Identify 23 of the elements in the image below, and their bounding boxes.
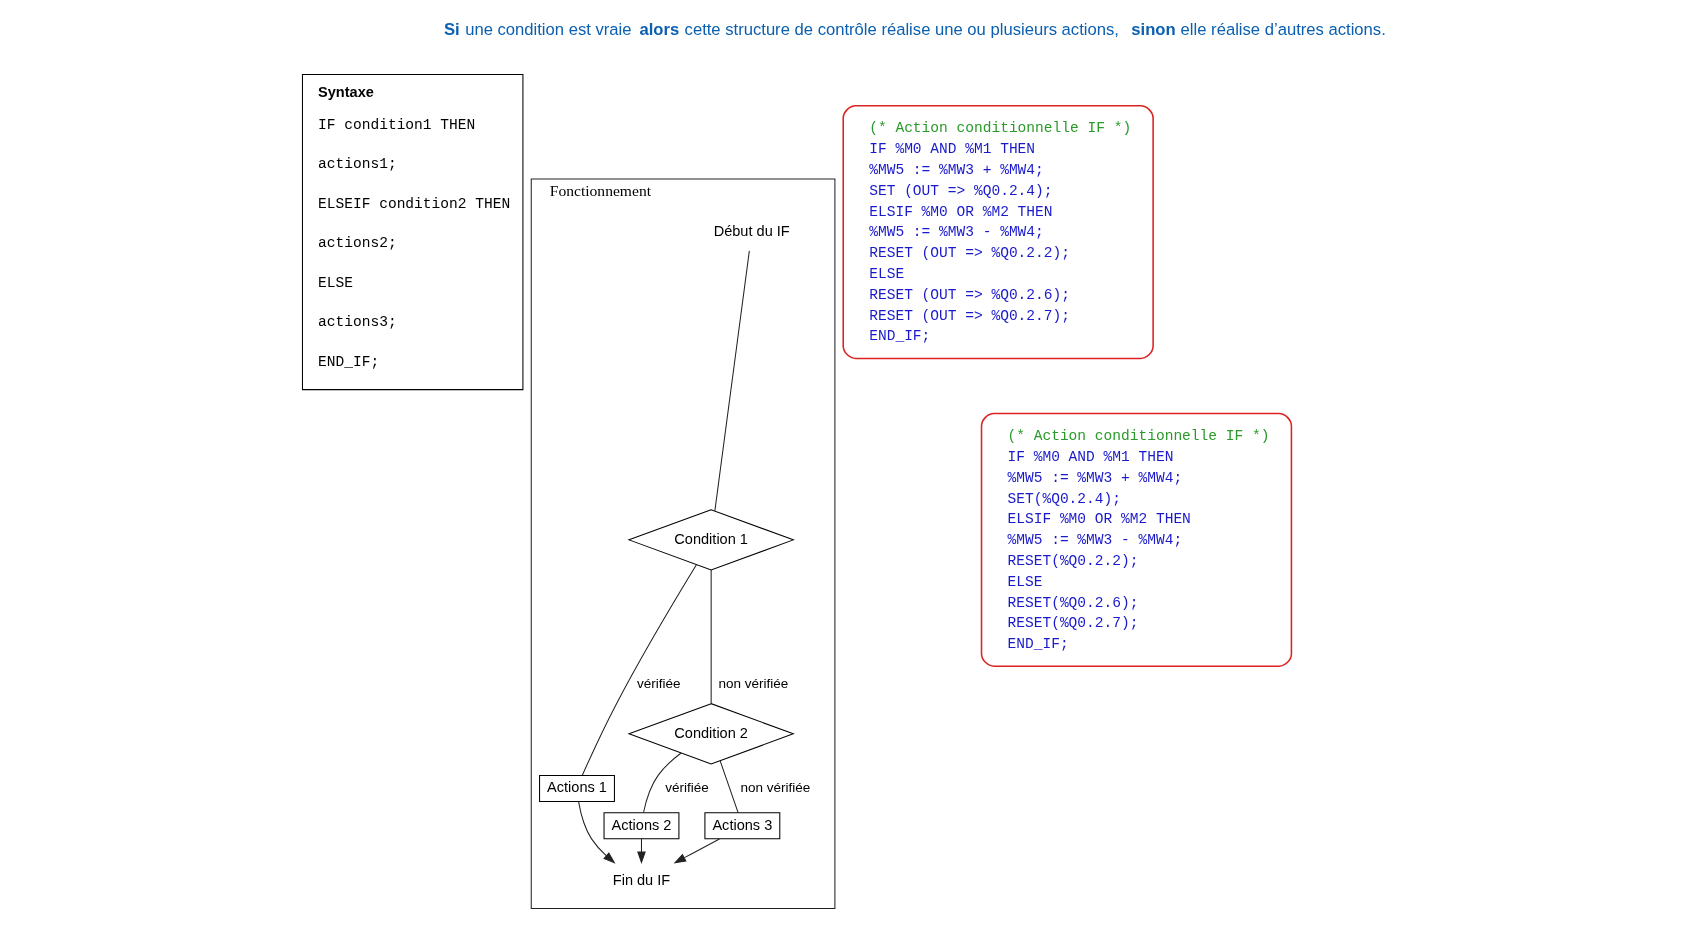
- arrow: [636, 838, 646, 864]
- edge-label: vérifiée: [636, 675, 681, 691]
- arrow: [577, 800, 616, 864]
- edge-label: vérifiée: [664, 779, 709, 795]
- node-box: (* Action conditionnelle IF *) IF %M0 AND %M1 THEN %MW5 := %MW3 + %MW4; SET (OUT => %Q0.2.4); ELSIF %M0 OR %M2 THEN %MW5 := %MW3 - %MW4; RESET (OUT => %Q0.2.2); ELSE RESET (OUT => %Q0.2.6); RESET (OUT => %Q0.2.7); END_IF;: [841, 104, 1154, 359]
- node-text: Fin du IF: [612, 871, 670, 888]
- node-box: Actions 1: [538, 774, 615, 802]
- connector: [710, 569, 712, 704]
- connector: [642, 751, 682, 813]
- node-box: Syntaxe IF condition1 THEN actions1; ELSEIF condition2 THEN actions2; ELSE actions3; END_IF;: [301, 73, 523, 390]
- connector: [719, 759, 739, 813]
- node-diamond: Condition 2: [627, 702, 795, 765]
- node-box: (* Action conditionnelle IF *) IF %M0 AND %M1 THEN %MW5 := %MW3 + %MW4; SET(%Q0.2.4); ELSIF %M0 OR %M2 THEN %MW5 := %MW3 - %MW4; RESET(%Q0.2.2); ELSE RESET(%Q0.2.6); RESET(%Q0.2.7); END_IF;: [980, 412, 1292, 667]
- arrow: [673, 838, 720, 863]
- edge-label: non vérifiée: [718, 675, 788, 691]
- node-box: Actions 2: [603, 811, 679, 839]
- label: Si une condition est vraie alors cette structure de contrôle réalise une ou plusieurs actions, sinon elle réalise d’autres actions.: [443, 19, 1386, 39]
- node-diamond: Condition 1: [627, 508, 795, 571]
- node-text: Début du IF: [713, 222, 790, 239]
- edge-label: non vérifiée: [739, 779, 810, 795]
- connector: [713, 249, 750, 511]
- connector: [581, 563, 697, 776]
- node-box: Actions 3: [703, 811, 780, 839]
